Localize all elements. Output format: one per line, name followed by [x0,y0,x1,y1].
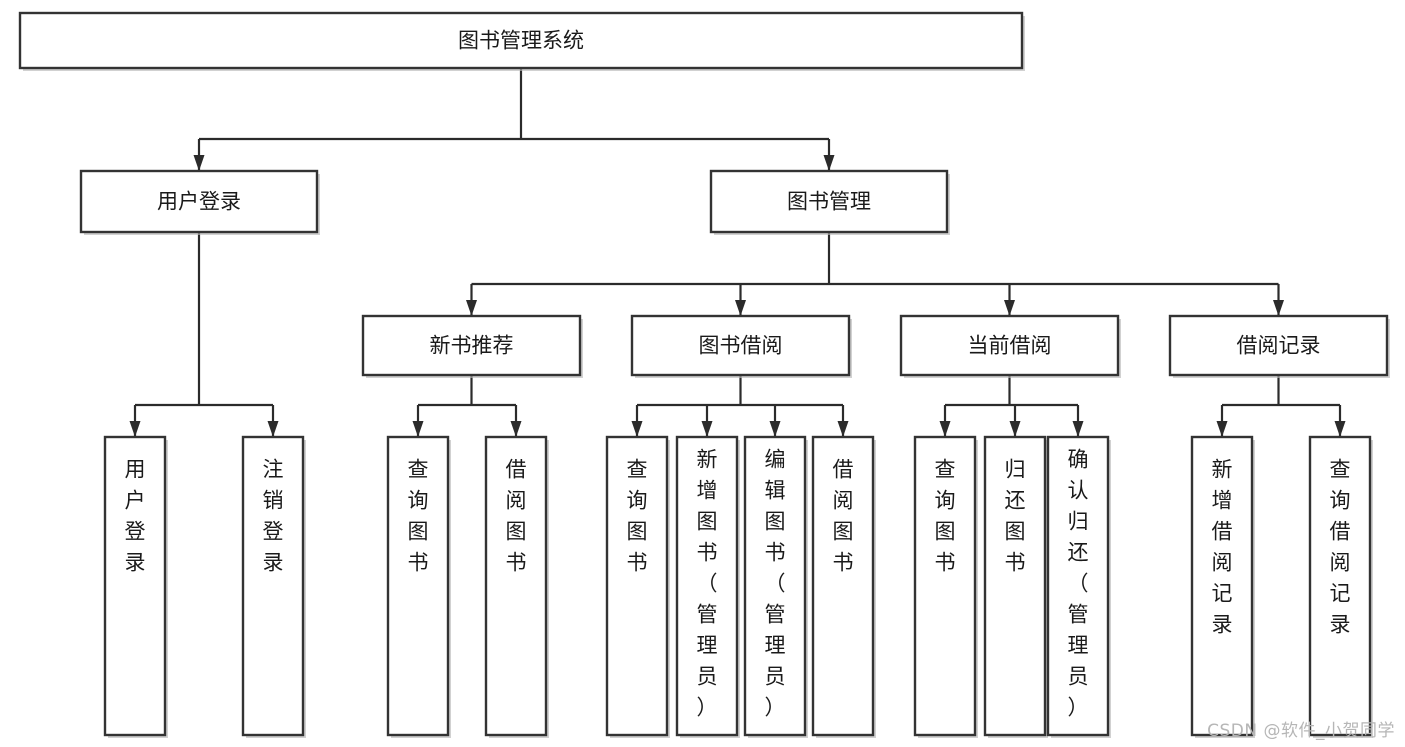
node-label: 当前借阅 [968,334,1052,358]
node-user-login[interactable]: 用户登录 [79,169,320,235]
node-label: 用户登录 [125,458,146,575]
node-book-manage[interactable]: 图书管理 [709,169,950,235]
node-box [79,169,319,234]
node-leaf-add-book[interactable]: 新增图书（管理员） [675,435,740,738]
node-label: 用户登录 [157,190,241,214]
edge-arrowhead [1334,421,1346,437]
node-box [709,169,949,234]
node-leaf-add-record[interactable]: 新增借阅记录 [1190,435,1255,738]
edge-arrowhead [939,421,951,437]
edge-arrowhead [1216,421,1228,437]
edge-arrowhead [466,300,477,316]
node-label: 新书推荐 [430,334,514,358]
node-label: 新增图书（管理员） [697,448,718,720]
node-box [386,435,450,737]
node-leaf-borrow-book-rec[interactable]: 借阅图书 [484,435,549,738]
node-leaf-return-book[interactable]: 归还图书 [983,435,1048,738]
node-book-borrow[interactable]: 图书借阅 [630,314,852,378]
node-leaf-confirm-return[interactable]: 确认归还（管理员） [1046,435,1111,738]
node-box [630,314,851,377]
node-label: 注销登录 [263,458,284,575]
node-label: 图书管理系统 [458,29,584,53]
node-leaf-user-logout[interactable]: 注销登录 [241,435,306,738]
node-box [913,435,977,737]
node-label: 借阅图书 [833,458,854,575]
edge-arrowhead [412,421,424,437]
node-label: 查询图书 [627,458,648,575]
node-box [484,435,548,737]
edge-arrowhead [1009,421,1021,437]
node-label: 查询图书 [408,458,429,575]
edge-arrowhead [129,421,141,437]
node-label: 新增借阅记录 [1212,458,1233,637]
edge-arrowhead [193,155,205,171]
node-current-borrow[interactable]: 当前借阅 [899,314,1121,378]
node-box [103,435,167,737]
edge-layer [129,68,1346,437]
edge-arrowhead [1273,300,1284,316]
node-label: 归还图书 [1005,458,1026,575]
node-box [675,435,739,737]
node-label: 查询图书 [935,458,956,575]
node-leaf-query-book-rec[interactable]: 查询图书 [386,435,451,738]
node-label: 确认归还（管理员） [1068,448,1089,720]
node-box [1046,435,1110,737]
node-label: 图书管理 [787,190,871,214]
node-box [1190,435,1254,737]
node-label: 借阅图书 [506,458,527,575]
csdn-watermark: CSDN @软件_小贺同学 [1207,721,1395,741]
edge-arrowhead [631,421,643,437]
node-leaf-user-login[interactable]: 用户登录 [103,435,168,738]
node-new-book-rec[interactable]: 新书推荐 [361,314,583,378]
edge-arrowhead [735,300,746,316]
node-label: 编辑图书（管理员） [765,448,786,720]
node-box [361,314,582,377]
node-box [811,435,875,737]
edge-arrowhead [701,421,713,437]
node-box [899,314,1120,377]
node-borrow-record[interactable]: 借阅记录 [1168,314,1390,378]
node-box [743,435,807,737]
node-leaf-query-record[interactable]: 查询借阅记录 [1308,435,1373,738]
node-box [983,435,1047,737]
node-leaf-edit-book[interactable]: 编辑图书（管理员） [743,435,808,738]
node-box [1308,435,1372,737]
node-box [1168,314,1389,377]
node-box [241,435,305,737]
edge-arrowhead [510,421,522,437]
edge-arrowhead [1072,421,1084,437]
node-box [605,435,669,737]
node-layer: 图书管理系统用户登录图书管理新书推荐图书借阅当前借阅借阅记录用户登录注销登录查询… [18,11,1390,738]
edge-arrowhead [769,421,781,437]
edge-arrowhead [1004,300,1015,316]
node-leaf-query-book-cur[interactable]: 查询图书 [913,435,978,738]
edge-arrowhead [267,421,279,437]
node-leaf-borrow-book[interactable]: 借阅图书 [811,435,876,738]
edge-arrowhead [837,421,849,437]
node-label: 图书借阅 [699,334,783,358]
node-label: 查询借阅记录 [1330,458,1351,637]
edge-arrowhead [823,155,835,171]
node-leaf-query-book-borrow[interactable]: 查询图书 [605,435,670,738]
node-root[interactable]: 图书管理系统 [18,11,1025,71]
node-label: 借阅记录 [1237,334,1321,358]
node-box [18,11,1024,70]
